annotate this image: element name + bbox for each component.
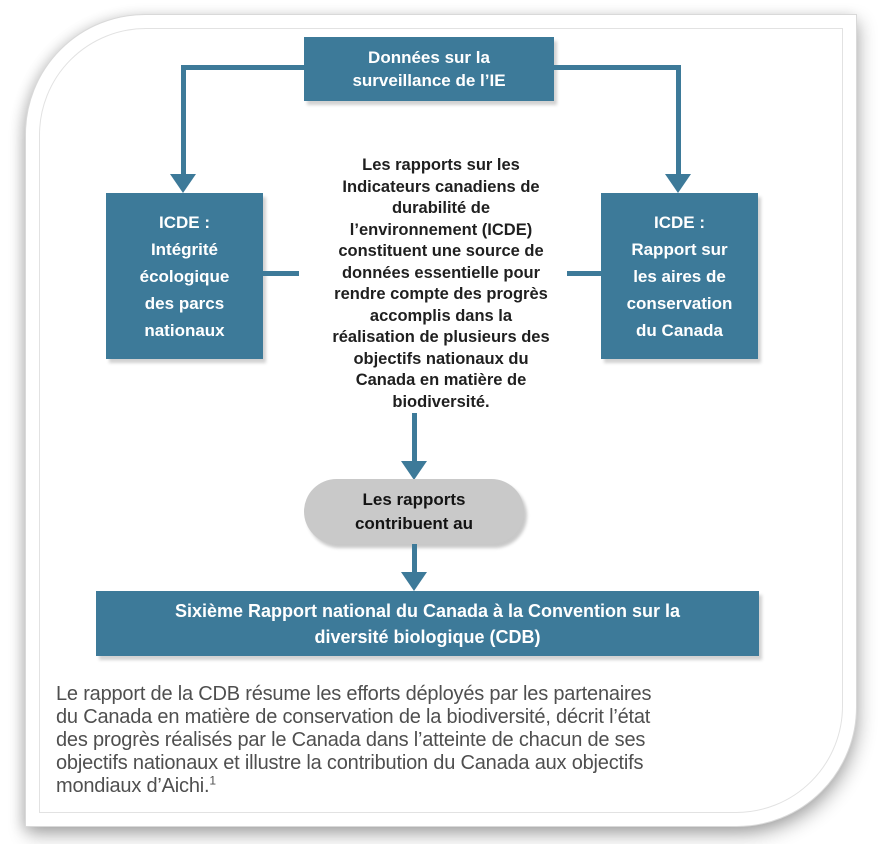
connector-pill-to-bottom: [412, 544, 417, 574]
pill-reports-contribute-label: Les rapports contribuent au: [354, 489, 474, 533]
connector-center-to-pill: [412, 413, 417, 463]
arrowhead-down-left-icon: [170, 174, 196, 193]
connector-top-to-right-vertical: [676, 65, 681, 175]
arrowhead-down-bottom-icon: [401, 572, 427, 591]
caption-paragraph-text: Le rapport de la CDB résume les efforts …: [56, 683, 652, 797]
box-icde-ecological-integrity-label: ICDE : Intégrité écologique des parcs na…: [139, 212, 230, 340]
box-sixth-national-report-label: Sixième Rapport national du Canada à la …: [174, 600, 681, 647]
box-icde-conservation-areas: ICDE : Rapport sur les aires de conserva…: [601, 193, 758, 359]
connector-leftbox-to-center: [263, 271, 299, 276]
box-icde-ecological-integrity: ICDE : Intégrité écologique des parcs na…: [106, 193, 263, 359]
box-icde-conservation-areas-label: ICDE : Rapport sur les aires de conserva…: [626, 212, 733, 340]
footnote-marker: 1: [209, 773, 216, 788]
connector-center-to-rightbox: [567, 271, 601, 276]
pill-reports-contribute: Les rapports contribuent au: [304, 479, 524, 544]
arrowhead-down-center-icon: [401, 461, 427, 480]
connector-top-to-left-horizontal: [181, 65, 305, 70]
figure-card: Données sur la surveillance de l’IE ICDE…: [25, 14, 857, 827]
connector-top-to-right-horizontal: [554, 65, 681, 70]
center-explanation-text: Les rapports sur les Indicateurs canadie…: [332, 156, 550, 411]
box-sixth-national-report: Sixième Rapport national du Canada à la …: [96, 591, 759, 656]
box-ie-monitoring-data-label: Données sur la surveillance de l’IE: [352, 48, 506, 90]
arrowhead-down-right-icon: [665, 174, 691, 193]
connector-top-to-left-vertical: [181, 65, 186, 175]
caption-paragraph: Le rapport de la CDB résume les efforts …: [56, 683, 846, 798]
box-ie-monitoring-data: Données sur la surveillance de l’IE: [304, 37, 554, 101]
